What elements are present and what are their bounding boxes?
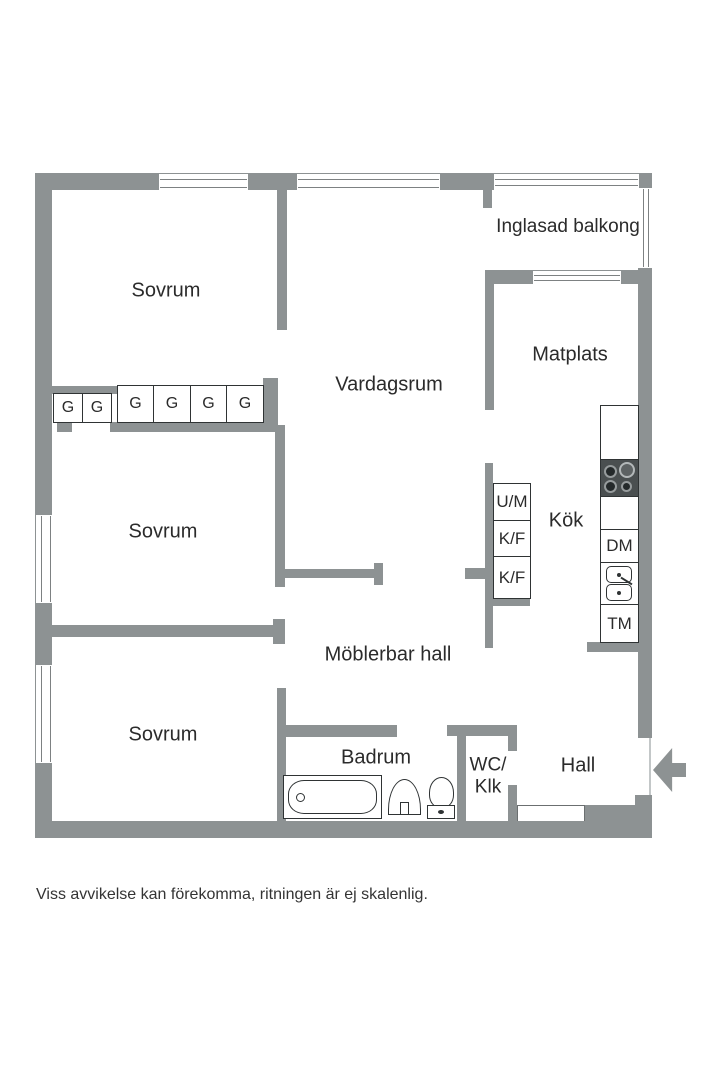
room-label-bedroom-2: Sovrum: [128, 520, 198, 543]
wall-wc-right-upper: [508, 736, 517, 751]
wall-entry-corner: [635, 795, 652, 823]
window-glass: [642, 189, 650, 267]
wall-wc-left: [457, 735, 466, 821]
room-label-bathroom: Badrum: [340, 746, 412, 769]
wardrobe-box: G: [153, 385, 191, 423]
wall-living-hall-cap: [374, 563, 383, 585]
toilet-button: [438, 810, 444, 814]
kitchen-counter: [600, 405, 639, 460]
wall-bedroom2-bedroom3: [52, 625, 275, 637]
wall-kitchen-stub: [465, 568, 485, 579]
bathtub-basin: [288, 780, 377, 814]
window-balcony-inner: [533, 271, 621, 284]
bathtub-drain: [296, 793, 305, 802]
wall-wc-right-lower: [508, 785, 517, 821]
sink-basin: [606, 584, 632, 601]
room-label-dining: Matplats: [532, 343, 608, 366]
wall-bedroom2-right: [275, 425, 285, 587]
window-balcony-right: [639, 188, 653, 268]
window-glass: [534, 274, 620, 281]
wardrobe-box: G: [82, 393, 112, 423]
wardrobe-box: G: [226, 385, 264, 423]
entrance-arrow-icon: [653, 748, 686, 792]
room-label-hall: Hall: [560, 754, 596, 777]
window-glass: [495, 178, 638, 187]
wall-wardrobe-corner: [263, 378, 278, 432]
room-label-bedroom-3: Sovrum: [128, 723, 198, 746]
wall-living-hall: [283, 569, 376, 578]
window-glass: [160, 179, 247, 188]
room-label-wc-line2: Klk: [474, 777, 502, 798]
room-label-glazed-balcony: Inglasad balkong: [496, 216, 640, 237]
wall-dining-left: [485, 270, 494, 410]
wall-exterior-right: [638, 268, 652, 738]
sink-icon: [600, 562, 639, 605]
entry-opening-line: [649, 738, 651, 795]
wall-hall-bottom-step: [585, 805, 638, 823]
wall-bathroom-top: [285, 725, 397, 737]
wardrobe-box: G: [53, 393, 83, 423]
kitchen-counter: [600, 496, 639, 530]
cabinet-oven-micro: U/M: [493, 483, 531, 521]
stove-burner: [604, 480, 617, 493]
wall-bedroom3-right: [277, 688, 286, 821]
wardrobe-box: G: [117, 385, 154, 423]
stove-burner: [604, 465, 617, 478]
wall-wc-top: [447, 725, 517, 736]
sink-drain: [617, 572, 621, 577]
wall-wardrobe-back-right: [110, 422, 278, 432]
room-label-living-room: Vardagsrum: [335, 373, 443, 396]
disclaimer-text: Viss avvikelse kan förekomma, ritningen …: [36, 886, 428, 903]
toilet-icon: [429, 777, 454, 808]
wardrobe-box: G: [190, 385, 227, 423]
window-bedroom-3: [36, 665, 56, 763]
bathtub-icon: [283, 775, 382, 819]
wall-wardrobe-stub: [57, 422, 72, 432]
stove-icon: [600, 459, 639, 497]
cabinet-fridge-freezer: K/F: [493, 520, 531, 557]
window-living-room: [297, 174, 440, 193]
wall-balcony-stub: [483, 190, 492, 208]
stove-burner: [619, 462, 635, 478]
wall-kitchen-counter-end: [587, 642, 638, 652]
window-glass: [298, 179, 439, 188]
sink-drain: [617, 590, 621, 595]
cabinet-fridge-freezer: K/F: [493, 556, 531, 599]
window-glass: [41, 516, 51, 602]
washing-machine: TM: [600, 604, 639, 643]
wall-kitchen-left: [485, 463, 493, 648]
stove-burner: [621, 481, 632, 492]
room-label-kitchen: Kök: [548, 509, 584, 532]
wall-wardrobe-back-left: [35, 386, 117, 394]
window-bedroom-2: [36, 515, 56, 603]
window-balcony-top: [494, 174, 639, 191]
room-label-furnishable-hall: Möblerbar hall: [324, 643, 452, 666]
washbasin-tap: [400, 802, 409, 815]
window-glass: [41, 666, 51, 762]
room-label-wc-klk: WC/ Klk: [470, 755, 507, 800]
room-label-bedroom-1: Sovrum: [131, 279, 201, 302]
wall-exterior-bottom: [35, 821, 652, 838]
wall-niche: [517, 805, 585, 821]
dishwasher: DM: [600, 529, 639, 563]
wall-bedroom-divider-cap: [273, 619, 285, 644]
room-label-wc-line1: WC/: [469, 754, 507, 776]
wall-cabinet-bottom: [493, 598, 530, 606]
wall-bedroom1-living: [277, 190, 287, 330]
window-bedroom-1: [159, 174, 248, 193]
